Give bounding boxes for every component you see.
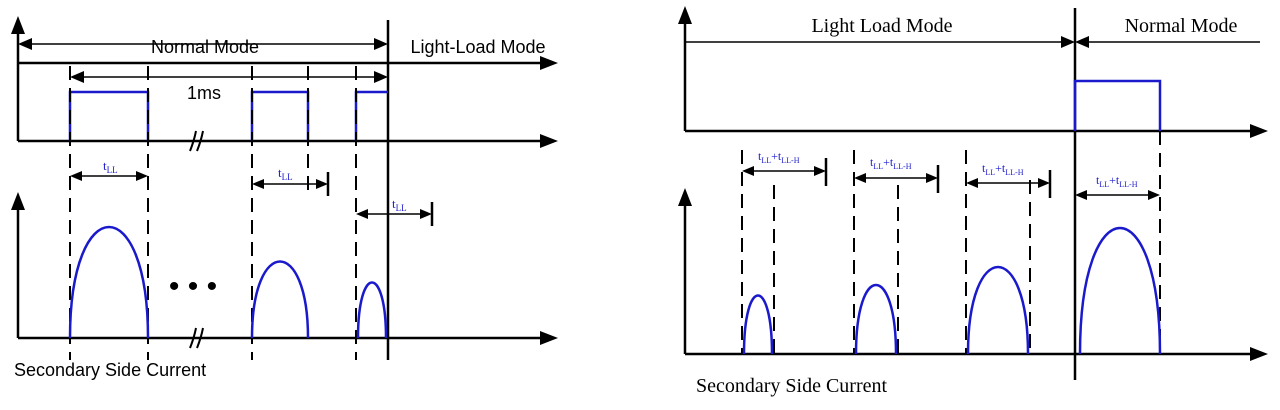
right-t-arrows <box>742 158 1160 200</box>
left-tll-arrows <box>70 171 434 226</box>
left-gate-pulses <box>68 90 388 141</box>
light-load-mode-label: Light-Load Mode <box>410 37 545 57</box>
t-label-4: tLL+tLL-H <box>1096 173 1138 189</box>
right-axes <box>678 6 1268 380</box>
period-arrow <box>70 71 388 83</box>
t-label-1: tLL+tLL-H <box>758 149 800 165</box>
ellipsis: • • • <box>169 270 217 303</box>
t-label-2: tLL+tLL-H <box>870 155 912 171</box>
right-diagram <box>678 6 1268 380</box>
left-diagram <box>11 16 558 360</box>
period-label: 1ms <box>187 83 221 103</box>
right-dashed-guides <box>741 131 1161 354</box>
normal-mode-label: Normal Mode <box>151 37 259 57</box>
left-dashed-guides <box>69 66 357 360</box>
left-current-label: Secondary Side Current <box>14 360 206 380</box>
right-gate-pulse <box>1073 79 1162 131</box>
t-label-3: tLL+tLL-H <box>982 161 1024 177</box>
left-current-pulses <box>68 225 388 339</box>
tll-label-3: tLL <box>392 196 407 213</box>
right-mode-arrows <box>685 36 1260 48</box>
left-axis-breaks <box>189 130 204 349</box>
left-axes <box>11 16 558 360</box>
left-mode-arrow <box>18 38 388 50</box>
right-current-label: Secondary Side Current <box>696 375 888 397</box>
tll-label-1: tLL <box>103 158 118 175</box>
right-normal-mode-label: Normal Mode <box>1125 15 1238 37</box>
right-light-load-label: Light Load Mode <box>811 15 952 37</box>
right-current-pulses <box>742 227 1162 355</box>
tll-label-2: tLL <box>278 165 293 182</box>
